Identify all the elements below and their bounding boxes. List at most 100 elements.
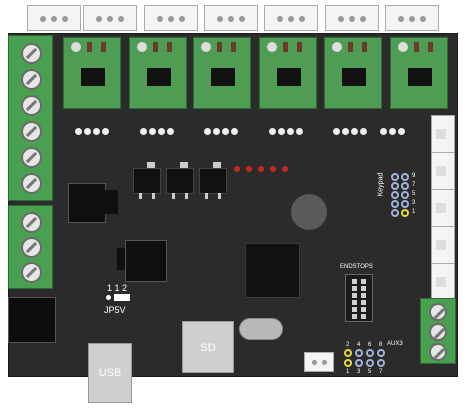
side-connector <box>431 152 455 190</box>
top-connector-6 <box>325 5 379 31</box>
screw-terminal <box>429 303 447 321</box>
power-terminal-block <box>8 35 53 201</box>
aux3-pin-number: 8 <box>379 342 383 348</box>
regulator-tab <box>117 248 125 270</box>
screw-terminal <box>21 121 42 142</box>
aux3-pin-number: 1 <box>346 369 350 375</box>
aux3-pin <box>366 349 374 357</box>
microcontroller-chip <box>245 243 300 298</box>
pin-row <box>140 122 176 135</box>
top-connector-1 <box>27 5 81 31</box>
top-connector-4 <box>204 5 258 31</box>
endstops-header <box>345 274 373 322</box>
jumper-cap <box>114 294 130 301</box>
keypad-pin-number: 3 <box>412 200 416 206</box>
side-connector <box>431 226 455 264</box>
mosfet-2 <box>166 168 194 199</box>
keypad-label: Keypad <box>377 172 385 197</box>
mosfet-tab <box>213 162 221 168</box>
jumper-pin-marker <box>106 295 111 300</box>
keypad-pin <box>401 191 409 199</box>
aux3-pin-number: 6 <box>368 342 372 348</box>
top-connector-2 <box>83 5 137 31</box>
aux3-pin <box>377 359 385 367</box>
jumper-label: JP5V <box>104 305 126 315</box>
aux3-pin-number: 3 <box>357 369 361 375</box>
status-led <box>258 166 264 172</box>
crystal-oscillator <box>239 318 283 340</box>
mosfet-tab <box>180 162 188 168</box>
keypad-pin-number: 9 <box>412 173 416 179</box>
voltage-regulator <box>68 183 106 223</box>
mosfet-3 <box>199 168 227 199</box>
keypad-pin-number: 5 <box>412 191 416 197</box>
keypad-pin <box>401 182 409 190</box>
keypad-pin-1 <box>401 209 409 217</box>
aux3-pin <box>366 359 374 367</box>
stepper-driver-5 <box>324 37 382 109</box>
keypad-pin-number: 1 <box>412 209 416 215</box>
screw-terminal <box>21 43 42 64</box>
driver-chip <box>147 68 171 86</box>
second-regulator <box>125 240 167 282</box>
keypad-pin <box>391 191 399 199</box>
stepper-driver-6 <box>390 37 448 109</box>
top-connector-7 <box>385 5 439 31</box>
screw-terminal <box>21 212 42 233</box>
small-connector <box>304 352 334 372</box>
aux3-pin-number: 2 <box>346 342 350 348</box>
aux3-pin-1 <box>344 359 352 367</box>
keypad-pin <box>401 173 409 181</box>
pin-row <box>380 122 407 135</box>
screw-terminal <box>21 173 42 194</box>
aux3-pin <box>355 349 363 357</box>
keypad-pin <box>391 173 399 181</box>
status-led <box>270 166 276 172</box>
side-connector <box>431 189 455 227</box>
mosfet-1 <box>133 168 161 199</box>
keypad-pin-number: 7 <box>412 182 416 188</box>
driver-chip <box>211 68 235 86</box>
screw-terminal <box>21 262 42 283</box>
pin-row <box>75 122 111 135</box>
pin-row <box>204 122 240 135</box>
aux3-pin-number: 4 <box>357 342 361 348</box>
screw-terminal <box>21 237 42 258</box>
keypad-pin <box>391 200 399 208</box>
pin-row <box>333 122 369 135</box>
aux3-pin-number: 5 <box>368 369 372 375</box>
top-connector-3 <box>144 5 198 31</box>
aux3-pin <box>355 359 363 367</box>
stepper-driver-3 <box>193 37 251 109</box>
top-connector-5 <box>264 5 318 31</box>
aux3-pin-number: 7 <box>379 369 383 375</box>
buzzer <box>291 194 327 230</box>
driver-chip <box>408 68 432 86</box>
endstops-label: ENDSTOPS <box>340 264 373 270</box>
heater-terminal-block <box>8 205 53 289</box>
sd-card-slot: SD <box>182 321 234 373</box>
screw-terminal <box>21 69 42 90</box>
keypad-pin <box>391 182 399 190</box>
driver-chip <box>342 68 366 86</box>
status-led <box>234 166 240 172</box>
side-connector <box>431 115 455 153</box>
stepper-driver-4 <box>259 37 317 109</box>
aux3-pin <box>377 349 385 357</box>
aux3-label: AUX3 <box>387 341 403 347</box>
usb-port: USB <box>88 343 132 403</box>
screw-terminal <box>429 343 447 361</box>
screw-terminal <box>21 95 42 116</box>
driver-chip <box>277 68 301 86</box>
power-jack <box>8 297 56 343</box>
stepper-driver-1 <box>63 37 121 109</box>
jumper-pin-numbers: 1 1 2 <box>107 283 128 293</box>
status-led <box>282 166 288 172</box>
pin-row <box>269 122 305 135</box>
regulator-tab <box>104 190 118 214</box>
screw-terminal <box>429 323 447 341</box>
aux3-pin-2 <box>344 349 352 357</box>
keypad-pin <box>391 209 399 217</box>
screw-terminal <box>21 147 42 168</box>
mosfet-tab <box>147 162 155 168</box>
